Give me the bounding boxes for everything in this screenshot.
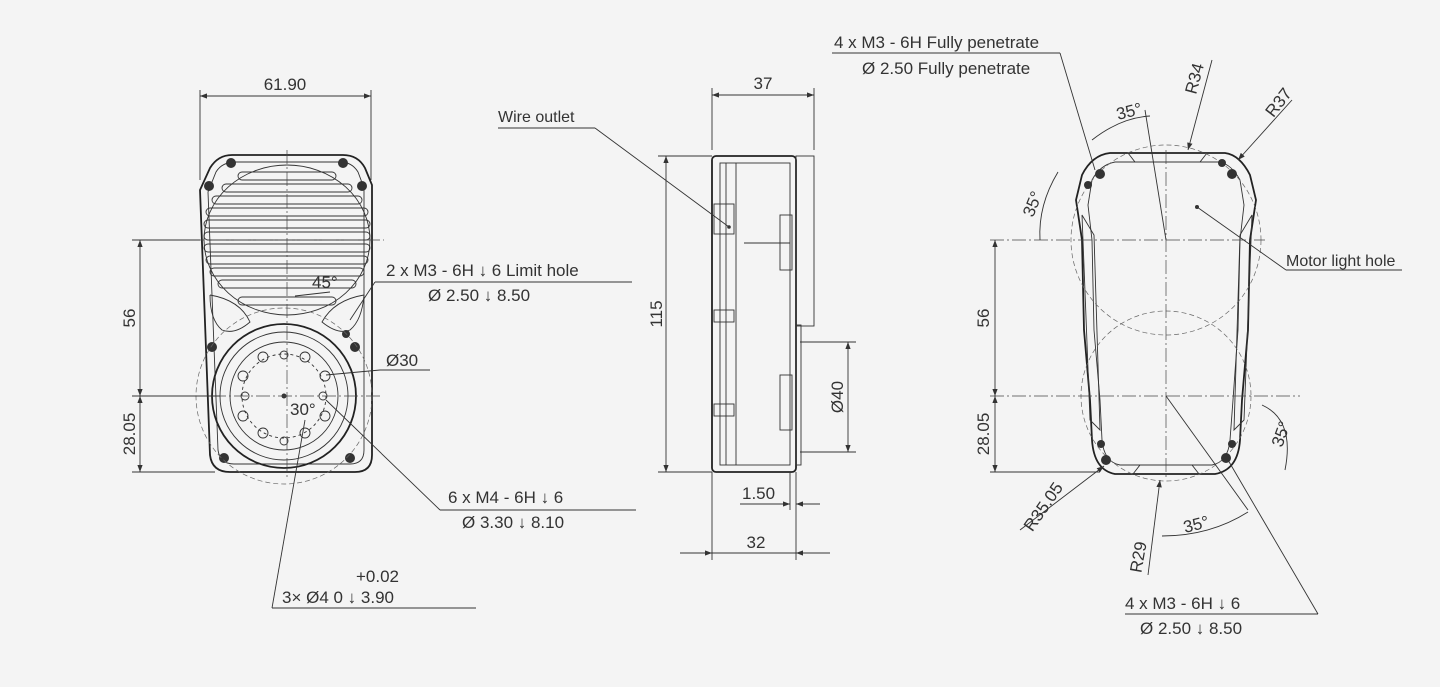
back-housing-outline [1075, 152, 1257, 475]
side-height-dim: 115 [647, 300, 666, 327]
front-height-dim-56: 56 [120, 309, 139, 328]
back-angle-top: 35° [1114, 99, 1144, 124]
back-radius-35: R35.05 [1020, 479, 1067, 535]
limit-hole-callout-1: 2 x M3 - 6H ↓ 6 Limit hole [386, 261, 579, 280]
m4-callout-1: 6 x M4 - 6H ↓ 6 [448, 488, 563, 507]
back-bottom-callout-2: Ø 2.50 ↓ 8.50 [1140, 619, 1242, 638]
pin-tolerance: +0.02 [356, 567, 399, 586]
side-grille-cap [795, 155, 815, 327]
side-offset-dim: 1.50 [742, 484, 775, 503]
motor-light-hole-label: Motor light hole [1286, 253, 1395, 270]
wire-outlet-label: Wire outlet [498, 109, 575, 126]
back-angle-bottom: 35° [1181, 512, 1211, 537]
back-height-dim-28: 28.05 [974, 413, 993, 456]
back-corner-screws [1084, 159, 1237, 465]
front-circle-dim: Ø30 [386, 351, 418, 370]
back-angle-right: 35° [1268, 419, 1295, 450]
limit-hole-callout-2: Ø 2.50 ↓ 8.50 [428, 286, 530, 305]
side-body-dim: 32 [747, 533, 766, 552]
back-m3-callout-2: Ø 2.50 Fully penetrate [862, 59, 1030, 78]
front-height-dim-28: 28.05 [120, 413, 139, 456]
back-angle-left: 35° [1019, 189, 1046, 220]
front-angle-30: 30° [290, 400, 316, 419]
back-radius-29: R29 [1127, 540, 1151, 574]
side-view: Wire outlet 37 115 Ø40 1.50 32 [498, 74, 856, 560]
back-m3-callout-1: 4 x M3 - 6H Fully penetrate [834, 33, 1039, 52]
front-housing-outline [199, 154, 373, 473]
flange-holes [237, 350, 331, 446]
back-radius-37: R37 [1262, 84, 1296, 120]
m4-callout-2: Ø 3.30 ↓ 8.10 [462, 513, 564, 532]
front-view: 61.90 56 28.05 45° 30° 2 x M3 - 6H ↓ 6 L… [120, 75, 636, 609]
side-circle-dim: Ø40 [828, 381, 847, 413]
back-height-dim-56: 56 [974, 309, 993, 328]
back-bottom-callout-1: 4 x M3 - 6H ↓ 6 [1125, 594, 1240, 613]
front-width-dim: 61.90 [264, 75, 307, 94]
side-depth-dim: 37 [754, 74, 773, 93]
pin-callout: 3× Ø4 0 ↓ 3.90 [282, 588, 394, 607]
back-view: 56 28.05 4 x M3 - 6H Fully penetrate Ø 2… [832, 33, 1402, 638]
side-body [711, 155, 797, 473]
front-angle-45: 45° [312, 273, 338, 292]
